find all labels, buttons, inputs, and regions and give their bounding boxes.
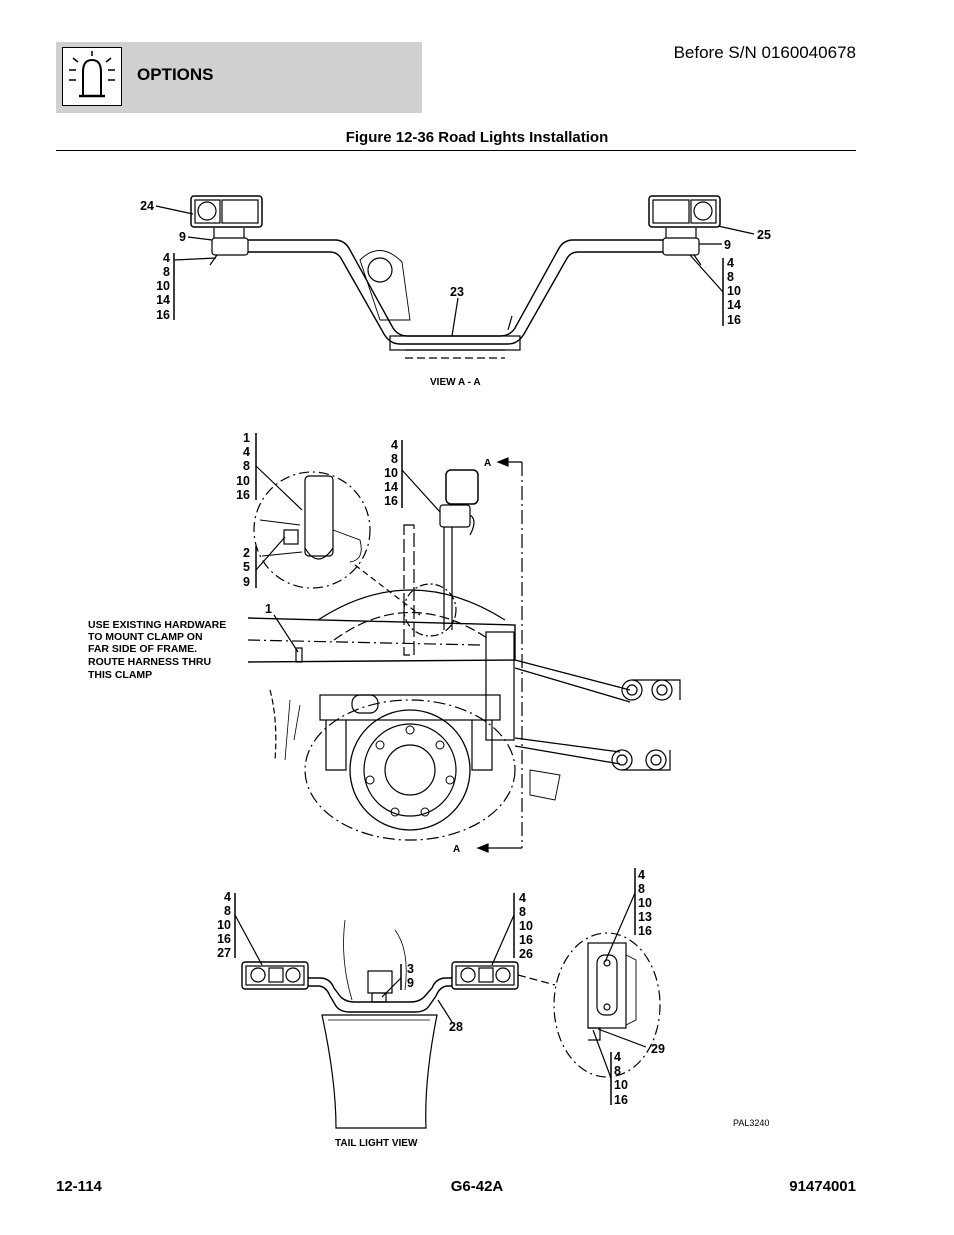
- callout-tail-center-1: 9: [407, 976, 414, 990]
- callout-left-hw-4: 16: [156, 308, 170, 322]
- callout-tail-left-4: 27: [217, 946, 231, 960]
- manual-number: 91474001: [789, 1178, 856, 1195]
- callout-tail-right-1: 8: [519, 905, 526, 919]
- callout-23: 23: [450, 285, 464, 299]
- callout-tail-detail-upper-4: 16: [638, 924, 652, 938]
- callout-tail-left-0: 4: [224, 890, 231, 904]
- callout-28: 28: [449, 1020, 463, 1034]
- note-line-2: FAR SIDE OF FRAME.: [88, 643, 197, 655]
- callout-tail-left-2: 10: [217, 918, 231, 932]
- tail-light-view-label: TAIL LIGHT VIEW: [335, 1138, 418, 1149]
- callout-29: 29: [651, 1042, 665, 1056]
- view-aa-label: VIEW A - A: [430, 377, 481, 388]
- note-line-4: THIS CLAMP: [88, 669, 152, 681]
- header-rule: [56, 150, 856, 151]
- callout-tail-left-1: 8: [224, 904, 231, 918]
- callout-mount-0: 4: [391, 438, 398, 452]
- callout-detail-upper-4: 16: [236, 488, 250, 502]
- note-line-1: TO MOUNT CLAMP ON: [88, 631, 203, 643]
- drawing-ref: PAL3240: [733, 1118, 769, 1128]
- callout-detail-lower-2: 9: [243, 575, 250, 589]
- callout-left-hw-0: 4: [163, 251, 170, 265]
- callout-left-hw-1: 8: [163, 265, 170, 279]
- callout-detail-upper-2: 8: [243, 459, 250, 473]
- callout-tail-detail-lower-2: 10: [614, 1078, 628, 1092]
- callout-right-hw-1: 8: [727, 270, 734, 284]
- note-line-0: USE EXISTING HARDWARE: [88, 619, 226, 631]
- callout-24: 24: [140, 199, 154, 213]
- model-number: G6-42A: [450, 1178, 504, 1195]
- callout-left-hw-2: 10: [156, 279, 170, 293]
- callout-tail-right-2: 10: [519, 919, 533, 933]
- section-marker-top: A: [484, 458, 491, 469]
- serial-note: Before S/N 0160040678: [673, 43, 856, 62]
- callout-right-hw-0: 4: [727, 256, 734, 270]
- callout-tail-detail-lower-1: 8: [614, 1064, 621, 1078]
- callout-9-right: 9: [724, 238, 731, 252]
- callout-right-hw-4: 16: [727, 313, 741, 327]
- callout-clamp: 1: [265, 602, 272, 616]
- callout-detail-lower-1: 5: [243, 560, 250, 574]
- figure-title: Figure 12-36 Road Lights Installation: [345, 129, 609, 146]
- callout-tail-detail-lower-0: 4: [614, 1050, 621, 1064]
- callout-mount-4: 16: [384, 494, 398, 508]
- callout-tail-detail-lower-3: 16: [614, 1093, 628, 1107]
- callout-tail-right-3: 16: [519, 933, 533, 947]
- view-aa-drawing: [190, 195, 721, 359]
- callout-9-left: 9: [179, 230, 186, 244]
- callout-25: 25: [757, 228, 771, 242]
- callout-mount-3: 14: [384, 480, 398, 494]
- callout-tail-right-4: 26: [519, 947, 533, 961]
- callout-detail-upper-3: 10: [236, 474, 250, 488]
- callout-mount-2: 10: [384, 466, 398, 480]
- callout-tail-detail-upper-1: 8: [638, 882, 645, 896]
- callout-tail-detail-upper-0: 4: [638, 868, 645, 882]
- section-title: OPTIONS: [137, 65, 214, 84]
- section-marker-bottom: A: [453, 844, 460, 855]
- callout-tail-detail-upper-2: 10: [638, 896, 652, 910]
- callout-right-hw-2: 10: [727, 284, 741, 298]
- callout-tail-detail-upper-3: 13: [638, 910, 652, 924]
- callout-right-hw-3: 14: [727, 298, 741, 312]
- callout-mount-1: 8: [391, 452, 398, 466]
- callout-detail-lower-0: 2: [243, 546, 250, 560]
- callout-tail-right-0: 4: [519, 891, 526, 905]
- callout-tail-center-0: 3: [407, 962, 414, 976]
- note-line-3: ROUTE HARNESS THRU: [88, 656, 211, 668]
- callout-left-hw-3: 14: [156, 293, 170, 307]
- callout-detail-upper-0: 1: [243, 431, 250, 445]
- callout-tail-left-3: 16: [217, 932, 231, 946]
- page-number: 12-114: [56, 1178, 102, 1195]
- road-light-icon: [62, 47, 122, 106]
- callout-detail-upper-1: 4: [243, 445, 250, 459]
